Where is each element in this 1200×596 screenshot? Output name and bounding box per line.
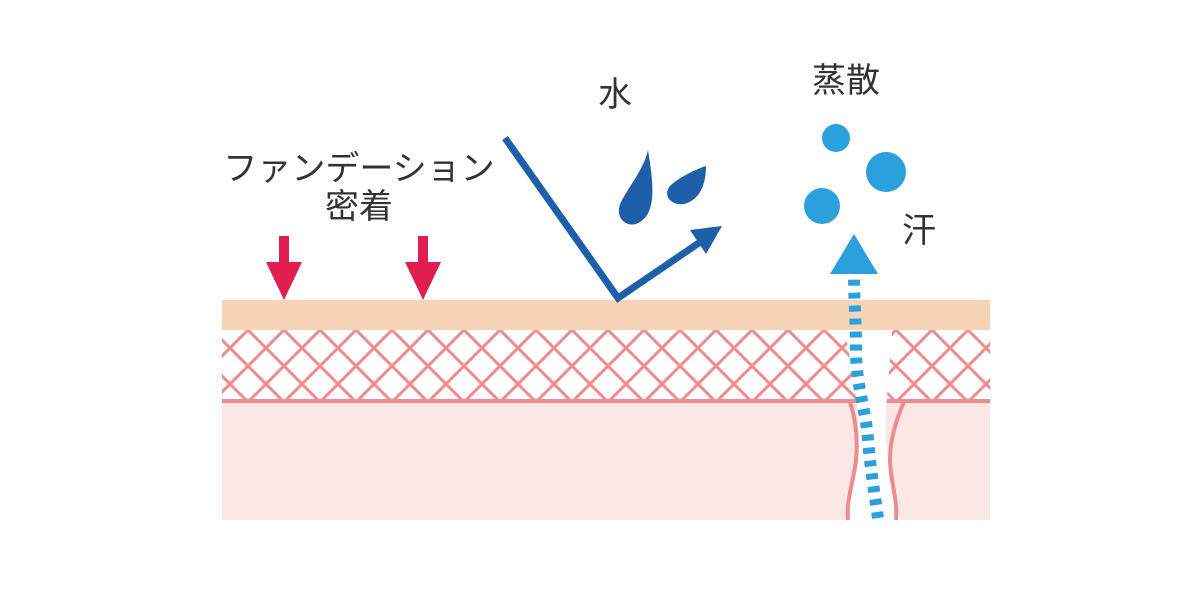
lattice-line	[246, 330, 322, 402]
lattice-line	[930, 341, 990, 402]
vapor-dot-icon	[822, 124, 850, 152]
lattice-pattern	[68, 330, 1148, 402]
lattice-line	[1076, 330, 1148, 402]
lattice-line	[390, 330, 466, 402]
evaporation-label: 蒸散	[812, 61, 880, 101]
up-triangle-icon	[830, 234, 878, 274]
foundation-layer	[222, 300, 990, 330]
vapor-dot-icon	[804, 188, 840, 224]
lattice-line	[354, 330, 430, 402]
water-label: 水	[598, 75, 632, 115]
lattice-line	[282, 330, 358, 402]
press-arrow-icon	[405, 236, 441, 300]
lattice-line	[1004, 330, 1076, 402]
foundation-adhesion-label: ファンデーション 密着	[214, 150, 504, 226]
lattice-line	[534, 330, 610, 402]
lattice-line	[104, 330, 176, 402]
lattice-line	[498, 330, 574, 402]
lattice-line	[222, 330, 286, 395]
lattice-line	[426, 330, 502, 402]
lattice-line	[966, 377, 990, 402]
water-drop-icon	[667, 166, 706, 205]
lattice-line	[642, 330, 718, 402]
lattice-line	[678, 330, 754, 402]
foundation-label-line1: ファンデーション	[223, 149, 495, 189]
lattice-line	[140, 330, 212, 402]
vapor-dot-icon	[866, 152, 906, 192]
lattice-line	[140, 330, 212, 402]
sweat-flow-path	[848, 275, 884, 519]
sweat-gland-left-wall	[845, 401, 859, 521]
sweat-gland-right-wall	[887, 401, 906, 521]
lattice-line	[570, 330, 646, 402]
foundation-label-line2: 密着	[325, 187, 393, 227]
lattice-line	[894, 330, 970, 402]
water-drop-icon	[618, 150, 653, 225]
lattice-line	[606, 330, 682, 402]
lattice-line	[750, 330, 826, 402]
water-deflect-line	[502, 135, 714, 303]
lattice-line	[222, 373, 250, 402]
lattice-line	[1004, 330, 1076, 402]
lattice-line	[222, 330, 250, 359]
lattice-line	[966, 330, 990, 355]
deflect-arrow-icon	[690, 226, 722, 254]
lattice-line	[1040, 330, 1112, 402]
press-arrow-icon	[266, 236, 302, 300]
lattice-line	[462, 330, 538, 402]
lattice-line	[714, 330, 790, 402]
sweat-label: 汗	[902, 211, 936, 251]
sweat-gland-duct	[845, 330, 900, 520]
lattice-line	[318, 330, 394, 402]
lattice-line	[68, 330, 140, 402]
